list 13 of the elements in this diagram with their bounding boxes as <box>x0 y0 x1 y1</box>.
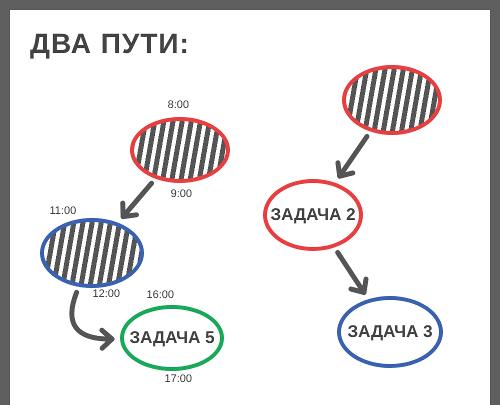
task-label: ЗАДАЧА 5 <box>129 328 215 348</box>
time-label: 11:00 <box>50 205 76 217</box>
task-label: ЗАДАЧА 3 <box>347 322 433 342</box>
title: ДВА ПУТИ: <box>30 28 190 60</box>
task-label: ЗАДАЧА 2 <box>270 205 356 225</box>
arrow <box>120 180 154 220</box>
time-label: 16:00 <box>146 289 174 301</box>
time-label: 12:00 <box>92 288 120 300</box>
time-label: 9:00 <box>170 188 192 200</box>
time-label: 8:00 <box>168 99 190 111</box>
time-label: 17:00 <box>164 373 192 385</box>
arrow <box>69 290 115 350</box>
arrow <box>335 134 370 179</box>
